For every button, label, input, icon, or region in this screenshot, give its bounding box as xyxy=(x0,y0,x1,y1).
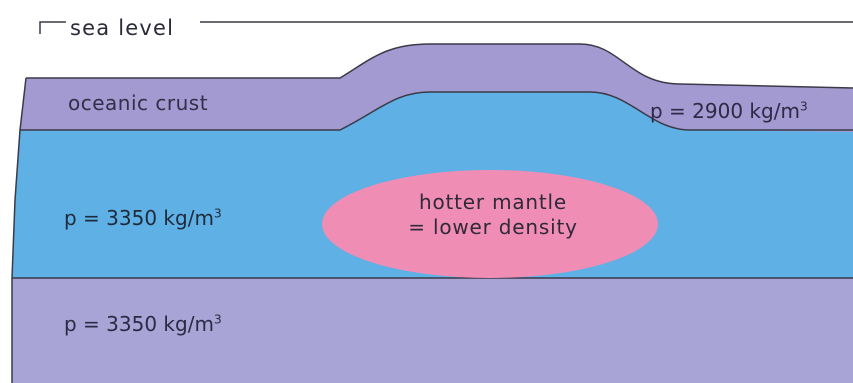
mantle-density-exponent: 3 xyxy=(214,205,222,220)
hot-mantle-line-2: = lower density xyxy=(363,215,623,240)
oceanic-crust-label: oceanic crust xyxy=(68,93,208,113)
mantle-density-label: p = 3350 kg/m3 xyxy=(64,208,222,228)
crust-density-label: p = 2900 kg/m3 xyxy=(650,101,808,121)
lower-density-exponent: 3 xyxy=(214,311,222,326)
crust-density-text: p = 2900 kg/m xyxy=(650,99,800,123)
crust-density-exponent: 3 xyxy=(800,98,808,113)
hot-mantle-label: hotter mantle = lower density xyxy=(363,190,623,240)
lower-density-text: p = 3350 kg/m xyxy=(64,312,214,336)
mantle-density-text: p = 3350 kg/m xyxy=(64,206,214,230)
sea-level-label: sea level xyxy=(68,18,176,39)
lower-density-label: p = 3350 kg/m3 xyxy=(64,314,222,334)
hot-mantle-line-1: hotter mantle xyxy=(363,190,623,215)
